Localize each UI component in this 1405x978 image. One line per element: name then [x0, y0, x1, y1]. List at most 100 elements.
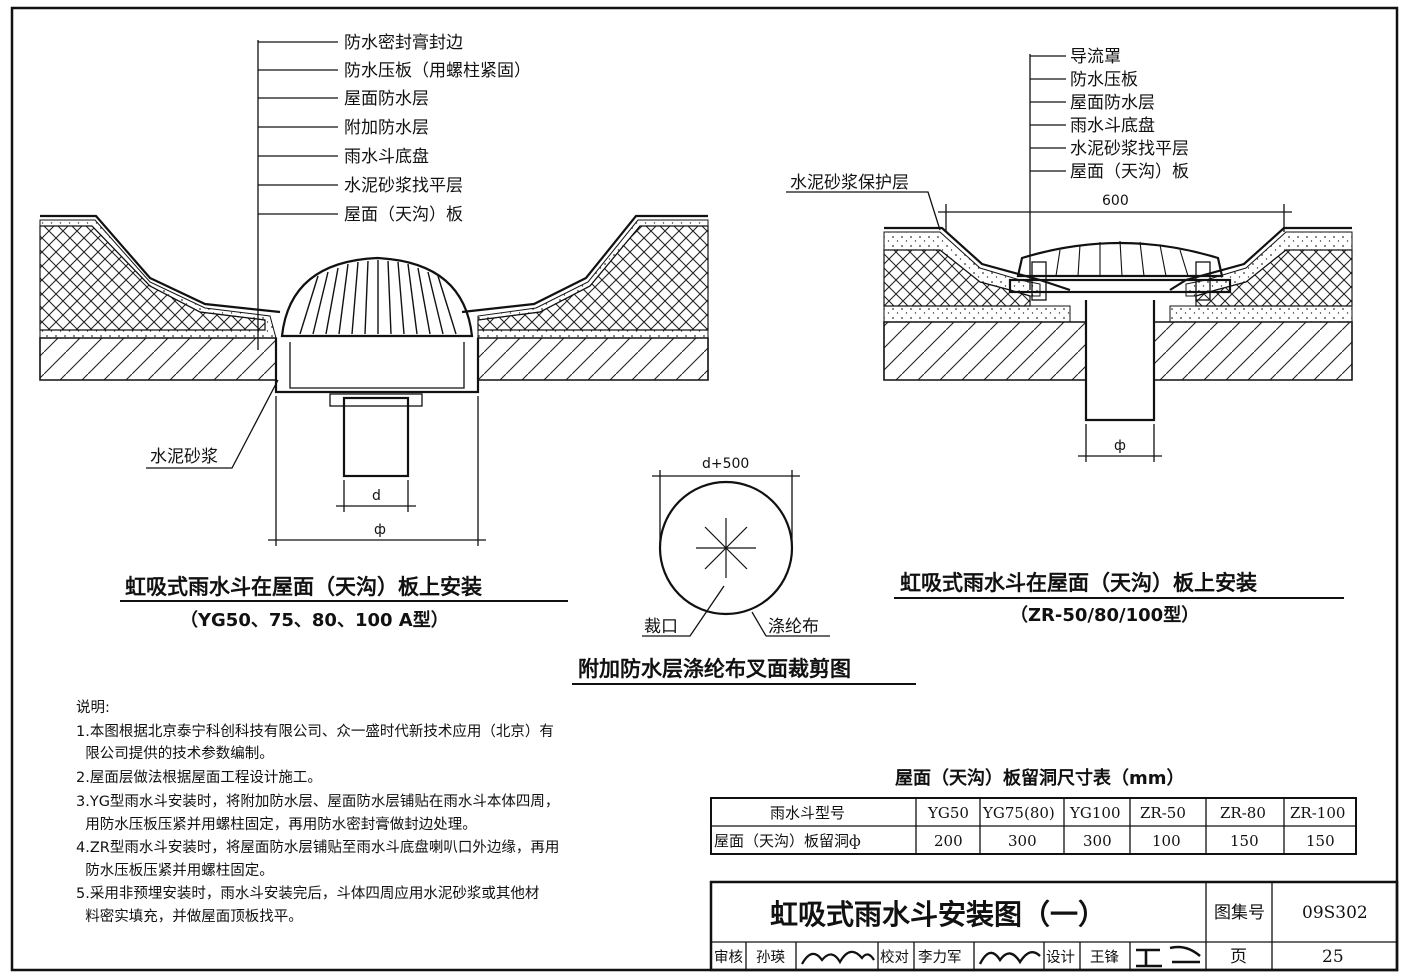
table-data-cell: 150	[1306, 832, 1335, 850]
right-hood	[1016, 241, 1224, 278]
dimension-table: 屋面（天沟）板留洞尺寸表（mm） 雨水斗型号 YG50 YG75(80) YG1…	[710, 767, 1357, 855]
table-data-cell: 150	[1230, 832, 1259, 850]
page-number: 25	[1322, 947, 1344, 967]
left-callout-2: 防水压板（用螺柱紧固）	[344, 61, 531, 81]
left-callout-4: 附加防水层	[344, 118, 429, 138]
table-header-cell: YG50	[927, 804, 969, 822]
table-data-cell: 100	[1152, 832, 1181, 850]
left-dim-phi: ф	[374, 522, 386, 538]
left-slab-left	[39, 337, 277, 381]
table-header-cell: ZR-100	[1290, 804, 1345, 822]
right-bolt-left	[1031, 261, 1047, 301]
right-drawing-subtitle: （ZR-50/80/100型）	[1010, 604, 1199, 626]
left-mortar-left	[39, 219, 277, 339]
cut-label: 裁口	[644, 617, 678, 637]
cloth-drawing-title: 附加防水层涤纶布叉面裁剪图	[578, 657, 851, 681]
left-mortar-label: 水泥砂浆	[150, 447, 218, 467]
right-membrane-left	[884, 226, 1071, 292]
left-callout-5: 雨水斗底盘	[344, 147, 429, 167]
right-callout-5: 水泥砂浆找平层	[1070, 139, 1189, 159]
note-line-2: 限公司提供的技术参数编制。	[76, 745, 274, 762]
table-header-cell: ZR-80	[1220, 804, 1266, 822]
left-callout-3: 屋面防水层	[344, 89, 429, 109]
title-block-frame	[709, 880, 1399, 972]
page-label: 页	[1230, 947, 1247, 967]
note-line-6: 4.ZR型雨水斗安装时，将屋面防水层铺贴至雨水斗底盘喇叭口外边缘，再用	[76, 838, 559, 856]
left-callout-7: 屋面（天沟）板	[344, 205, 463, 225]
note-line-4: 3.YG型雨水斗安装时，将附加防水层、屋面防水层铺贴在雨水斗本体四周，	[76, 793, 559, 810]
right-bolt-right	[1195, 261, 1211, 301]
cloth-label: 涤纶布	[768, 617, 819, 637]
right-protect-left	[883, 231, 1041, 297]
table-header-cell: YG75(80)	[982, 804, 1055, 822]
right-outlet-pipe	[1084, 300, 1156, 422]
designer-signature	[1136, 945, 1201, 968]
right-callout-4: 雨水斗底盘	[1070, 116, 1155, 136]
left-mortar-right	[477, 219, 709, 339]
left-drawing-subtitle: （YG50、75、80、100 A型）	[180, 609, 449, 631]
reviewer-name: 孙瑛	[756, 949, 785, 966]
right-hood-ribs	[1055, 240, 1189, 277]
title-block: 虹吸式雨水斗安装图（一） 图集号 09S302 页 25 审核 孙瑛 校对 李力…	[709, 880, 1399, 972]
review-label: 审核	[714, 949, 743, 966]
right-dim-phi: ф	[1114, 438, 1126, 454]
designer-name: 王锋	[1090, 949, 1119, 966]
table-data-cell: 屋面（天沟）板留洞ф	[714, 832, 861, 850]
note-line-3: 2.屋面层做法根据屋面工程设计施工。	[76, 769, 322, 786]
left-slab-right	[477, 337, 709, 381]
notes-heading: 说明:	[76, 699, 110, 716]
right-callout-2: 防水压板	[1070, 70, 1138, 90]
left-mortar-leader	[146, 379, 279, 469]
dimension-table-title: 屋面（天沟）板留洞尺寸表（mm）	[895, 767, 1185, 789]
table-data-cell: 200	[934, 832, 963, 850]
atlas-label: 图集号	[1214, 903, 1265, 923]
checker-name: 李力军	[918, 949, 962, 966]
right-screed-left	[883, 305, 1071, 323]
table-header-cell: 雨水斗型号	[770, 804, 845, 822]
atlas-number: 09S302	[1302, 903, 1368, 923]
left-callout-1: 防水密封膏封边	[344, 32, 463, 53]
left-membrane-right	[461, 214, 708, 314]
left-dome	[280, 256, 474, 338]
cloth-dim-label: d+500	[702, 456, 749, 472]
right-callout-1: 导流罩	[1070, 47, 1121, 67]
sheet-border	[10, 6, 1399, 972]
left-drain-bowl	[289, 342, 465, 389]
right-protect-leader	[786, 191, 941, 231]
right-installation-drawing: 导流罩 防水压板 屋面防水层 雨水斗底盘 水泥砂浆找平层 屋面（天沟）板 水泥砂…	[786, 47, 1353, 626]
left-pipe-nut	[329, 393, 423, 407]
right-dim-600: 600	[1102, 193, 1129, 209]
table-header-cell: ZR-50	[1140, 804, 1186, 822]
check-label: 校对	[880, 949, 909, 966]
left-dome-ribs	[299, 260, 457, 335]
note-line-7: 防水压板压紧并用螺柱固定。	[76, 861, 274, 879]
reviewer-signature	[801, 950, 875, 965]
cloth-cutting-drawing: d+500 裁口 涤纶布 附加防水层涤纶布叉面裁剪图	[572, 456, 916, 685]
right-slab-left	[883, 321, 1087, 381]
left-membrane-left	[40, 214, 281, 314]
drawing-title: 虹吸式雨水斗安装图（一）	[770, 898, 1106, 931]
cut-leader	[642, 585, 725, 637]
cloth-cuts	[696, 518, 756, 578]
table-data-cell: 300	[1083, 832, 1112, 850]
right-slab-right	[1153, 321, 1353, 381]
note-line-5: 用防水压板压紧并用螺柱固定，再用防水密封膏做封边处理。	[76, 815, 477, 833]
table-header-cell: YG100	[1069, 804, 1121, 822]
right-callout-3: 屋面防水层	[1070, 93, 1155, 113]
note-line-9: 料密实填充，并做屋面顶板找平。	[76, 907, 303, 925]
left-drain-flange	[274, 338, 480, 394]
table-data-cell: 300	[1008, 832, 1037, 850]
checker-signature	[978, 950, 1041, 965]
note-line-8: 5.采用非预埋安装时，雨水斗安装完后，斗体四周应用水泥砂浆或其他材	[76, 884, 539, 902]
right-callout-6: 屋面（天沟）板	[1070, 162, 1189, 182]
left-drawing-title: 虹吸式雨水斗在屋面（天沟）板上安装	[125, 575, 482, 599]
notes-block: 说明: 1.本图根据北京泰宁科创科技有限公司、众一盛时代新技术应用（北京）有 限…	[76, 699, 559, 925]
cloth-leader	[751, 611, 830, 637]
right-base-plate	[1008, 278, 1232, 294]
left-dim-d: d	[372, 488, 381, 504]
right-drawing-title: 虹吸式雨水斗在屋面（天沟）板上安装	[900, 571, 1257, 595]
left-callout-6: 水泥砂浆找平层	[344, 176, 463, 196]
left-outlet-pipe	[342, 396, 410, 478]
design-label: 设计	[1046, 949, 1075, 966]
left-installation-drawing: 防水密封膏封边 防水压板（用螺柱紧固） 屋面防水层 附加防水层 雨水斗底盘 水泥…	[39, 32, 709, 631]
